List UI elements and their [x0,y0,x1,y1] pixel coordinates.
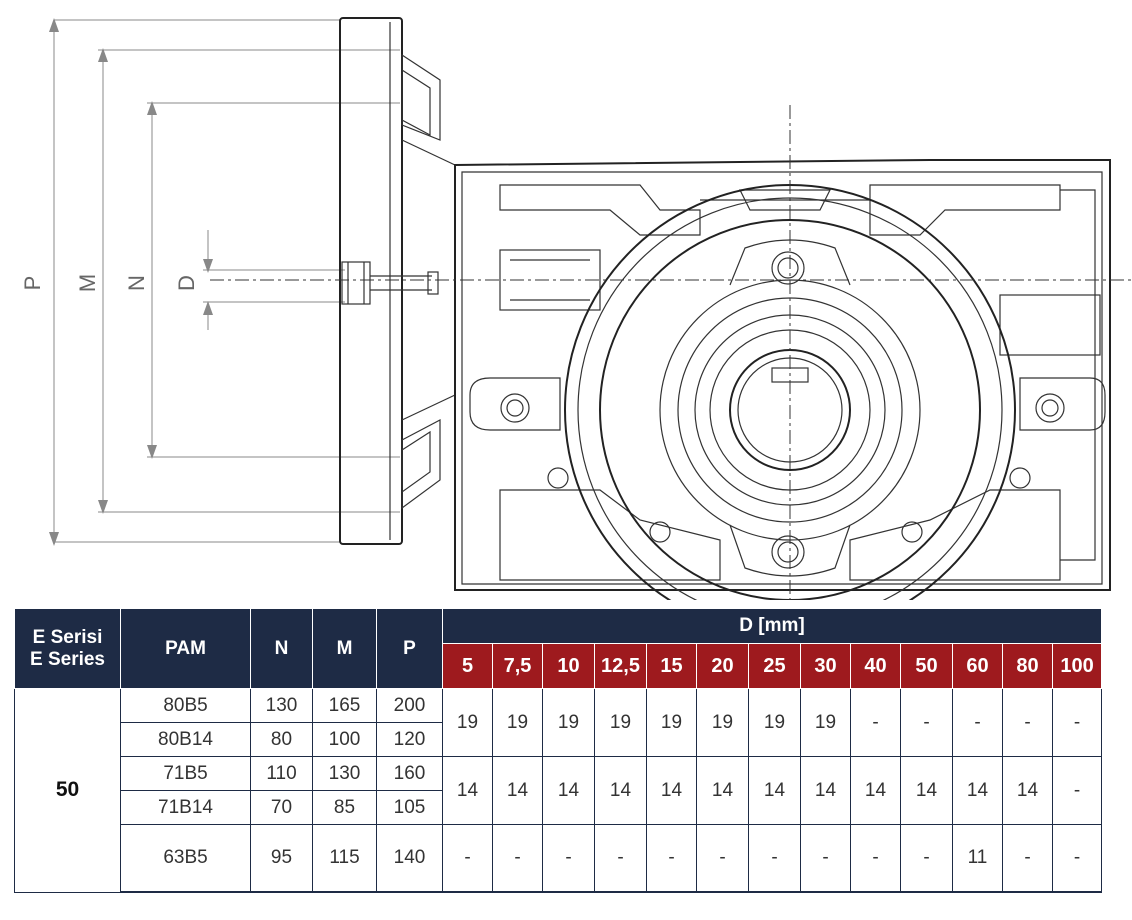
dimensions-table: E Serisi E Series PAM N M P D [mm] 5 7,5… [14,608,1103,893]
n-cell: 130 [250,688,313,723]
dimension-lines [49,18,400,546]
d-cell: - [900,824,953,893]
gearbox-technical-drawing: P M N D [20,17,1132,600]
header-ratio: 5 [442,643,493,689]
header-pam: PAM [120,608,251,689]
n-cell: 110 [250,756,313,791]
header-ratio: 80 [1002,643,1053,689]
header-m: M [312,608,377,689]
d-cell: 19 [696,688,749,757]
header-ratio: 30 [800,643,851,689]
m-cell: 165 [312,688,377,723]
header-ratio: 12,5 [594,643,647,689]
d-cell: - [442,824,493,893]
dimension-label-p: P [20,276,45,291]
d-cell: 14 [594,756,647,825]
header-ratio: 40 [850,643,901,689]
d-cell: 14 [492,756,543,825]
d-cell: - [1051,824,1103,893]
d-cell: 14 [442,756,493,825]
d-cell: - [850,688,901,757]
d-cell: - [1051,688,1103,757]
d-cell: 14 [850,756,901,825]
dimension-label-m: M [75,274,100,292]
d-cell: - [492,824,543,893]
d-cell: - [1051,756,1103,825]
table-row: 71B5 110 130 160 14 14 14 14 14 14 14 14… [15,756,1103,825]
header-ratio: 60 [952,643,1003,689]
d-cell: - [542,824,595,893]
header-n: N [250,608,313,689]
d-cell: - [850,824,901,893]
dimension-label-n: N [124,275,149,291]
n-cell: 70 [250,790,313,825]
pam-cell: 80B5 [120,688,251,723]
header-ratio: 10 [542,643,595,689]
header-d-group: D [mm] [441,608,1103,644]
table-row: 50 80B5 130 165 200 19 19 19 19 19 19 19… [14,688,1103,893]
header-series-line2: E Series [30,648,105,670]
pam-cell: 71B5 [120,756,251,791]
d-cell: 19 [542,688,595,757]
flange-side-view [339,17,456,545]
n-cell: 95 [250,824,313,893]
d-cell: - [1002,688,1053,757]
d-cell: - [646,824,697,893]
table-row: 63B5 95 115 140 - - - - - - - - - - 11 -… [15,824,1103,893]
d-cell: 14 [646,756,697,825]
d-cell: - [594,824,647,893]
header-p: P [376,608,443,689]
header-ratio: 100 [1051,643,1103,689]
header-ratio: 50 [900,643,953,689]
d-cell: 14 [696,756,749,825]
pam-cell: 63B5 [120,824,251,893]
d-cell: 19 [492,688,543,757]
series-cell: 50 [14,688,121,893]
table-row: 80B14 80 100 120 [15,722,1102,757]
d-cell: 14 [542,756,595,825]
p-cell: 160 [376,756,443,791]
d-cell: - [800,824,851,893]
dimension-label-d: D [174,275,199,291]
m-cell: 115 [312,824,377,893]
header-ratio: 20 [696,643,749,689]
pam-cell: 71B14 [120,790,251,825]
n-cell: 80 [250,722,313,757]
m-cell: 130 [312,756,377,791]
header-series-line1: E Serisi [32,626,103,648]
header-series: E Serisi E Series [14,608,121,689]
d-cell: - [1002,824,1053,893]
d-cell: 19 [800,688,851,757]
header-ratio: 25 [748,643,801,689]
d-cell: - [952,688,1003,757]
table-row: 71B14 70 85 105 [15,790,1102,825]
m-cell: 100 [312,722,377,757]
d-cell: 19 [748,688,801,757]
p-cell: 120 [376,722,443,757]
gearbox-housing [454,159,1111,600]
d-cell: 14 [952,756,1003,825]
header-ratio: 15 [646,643,697,689]
pam-cell: 80B14 [120,722,251,757]
m-cell: 85 [312,790,377,825]
p-cell: 140 [376,824,443,893]
header-ratio: 7,5 [492,643,543,689]
d-cell: 14 [748,756,801,825]
d-cell: 14 [1002,756,1053,825]
p-cell: 105 [376,790,443,825]
d-cell: 14 [900,756,953,825]
d-cell: 19 [594,688,647,757]
d-cell: 19 [442,688,493,757]
d-cell: - [900,688,953,757]
d-cell: - [696,824,749,893]
d-cell: 19 [646,688,697,757]
d-cell: 11 [952,824,1003,893]
d-cell: - [748,824,801,893]
d-cell: 14 [800,756,851,825]
p-cell: 200 [376,688,443,723]
